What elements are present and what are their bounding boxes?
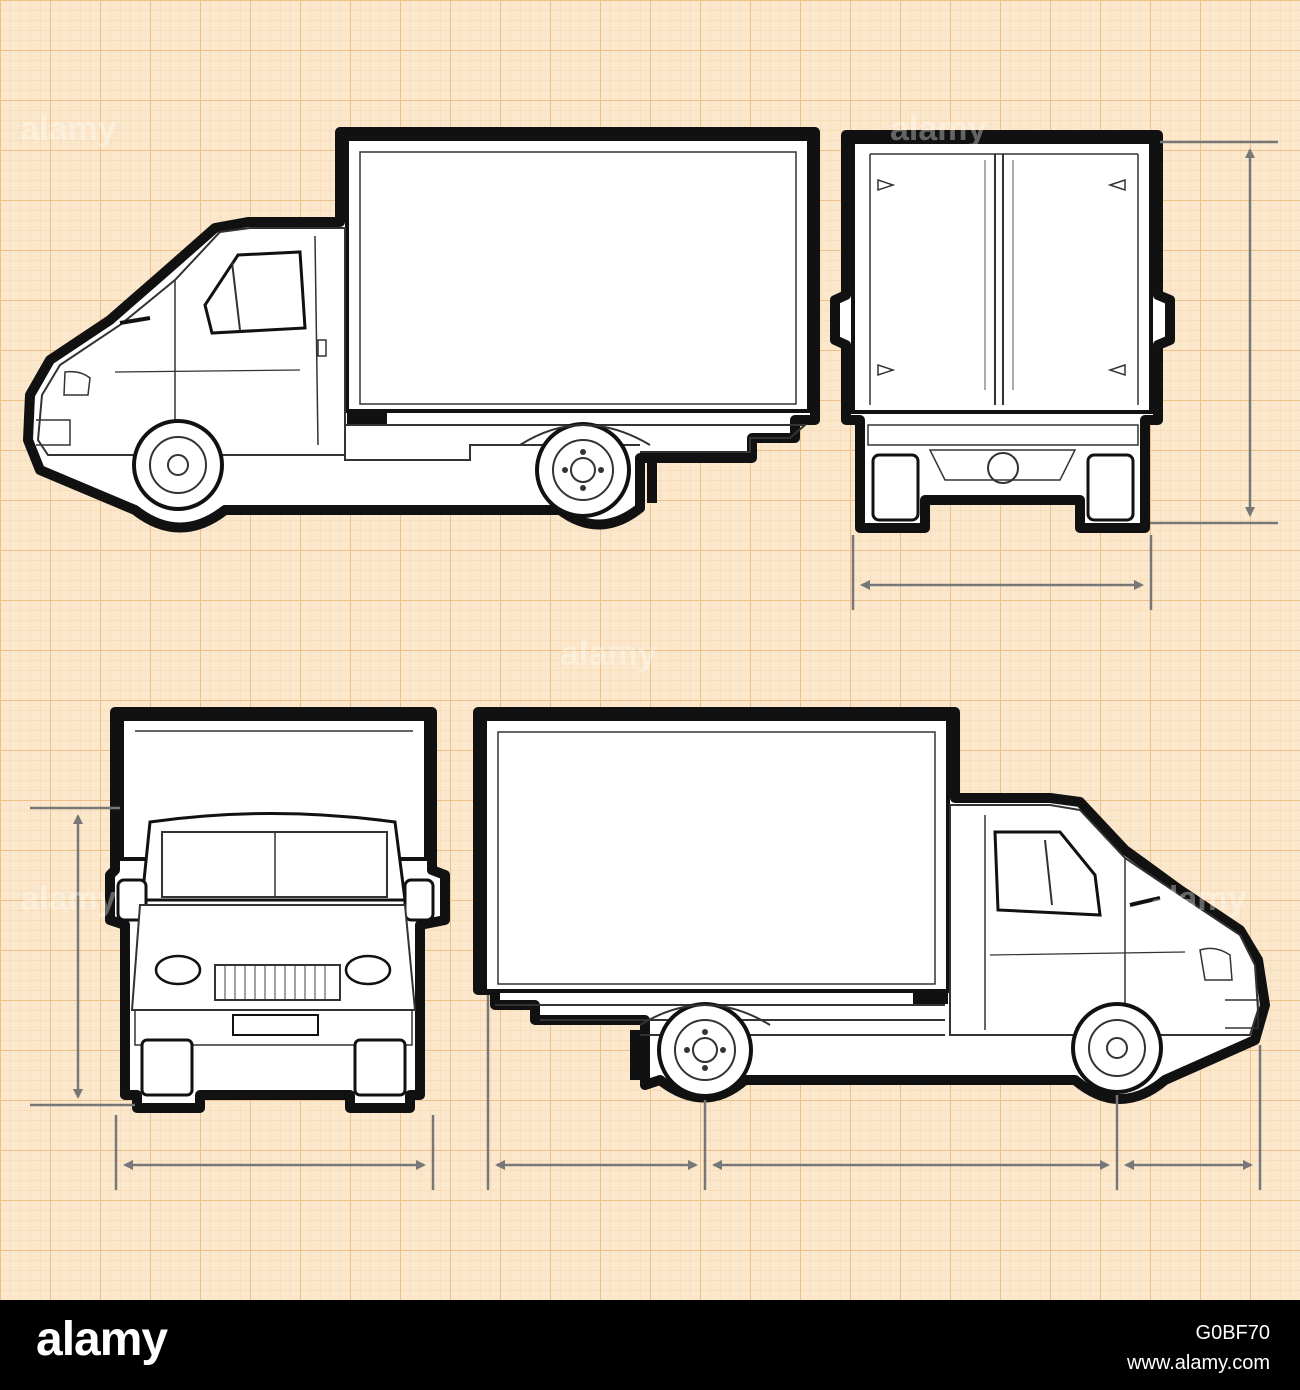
front-wheel	[1071, 1002, 1163, 1094]
watermark: alamy	[890, 110, 986, 148]
watermark: alamy	[560, 635, 656, 673]
watermark: alamy	[1150, 880, 1246, 918]
brand-logo: alamy	[36, 1313, 168, 1366]
rear-right-tire	[1086, 453, 1135, 522]
watermark: alamy	[20, 110, 116, 148]
rear-view	[830, 130, 1175, 533]
cargo-box	[483, 717, 950, 993]
left-headlight	[154, 954, 202, 986]
rear-wheel	[535, 422, 631, 518]
front-view	[105, 707, 450, 1113]
dimension-lines	[30, 140, 1278, 1190]
cab-window	[203, 250, 307, 335]
watermark: alamy	[20, 880, 116, 918]
cargo-box	[345, 137, 811, 413]
grille	[214, 964, 341, 1001]
front-wheel	[132, 419, 224, 511]
right-headlight	[344, 954, 392, 986]
site-url: www.alamy.com	[1127, 1352, 1270, 1374]
side-view-left	[23, 127, 820, 533]
rear-left-tire	[871, 453, 920, 522]
footer-bar: alamy G0BF70 www.alamy.com	[0, 1300, 1300, 1390]
rear-wheel	[657, 1002, 753, 1098]
image-id: G0BF70	[1195, 1322, 1270, 1344]
cab-window	[993, 830, 1102, 917]
license-plate	[232, 1014, 319, 1036]
blueprint-canvas: alamy alamy alamy alamy alamy	[0, 0, 1300, 1300]
side-view-right	[473, 707, 1270, 1104]
